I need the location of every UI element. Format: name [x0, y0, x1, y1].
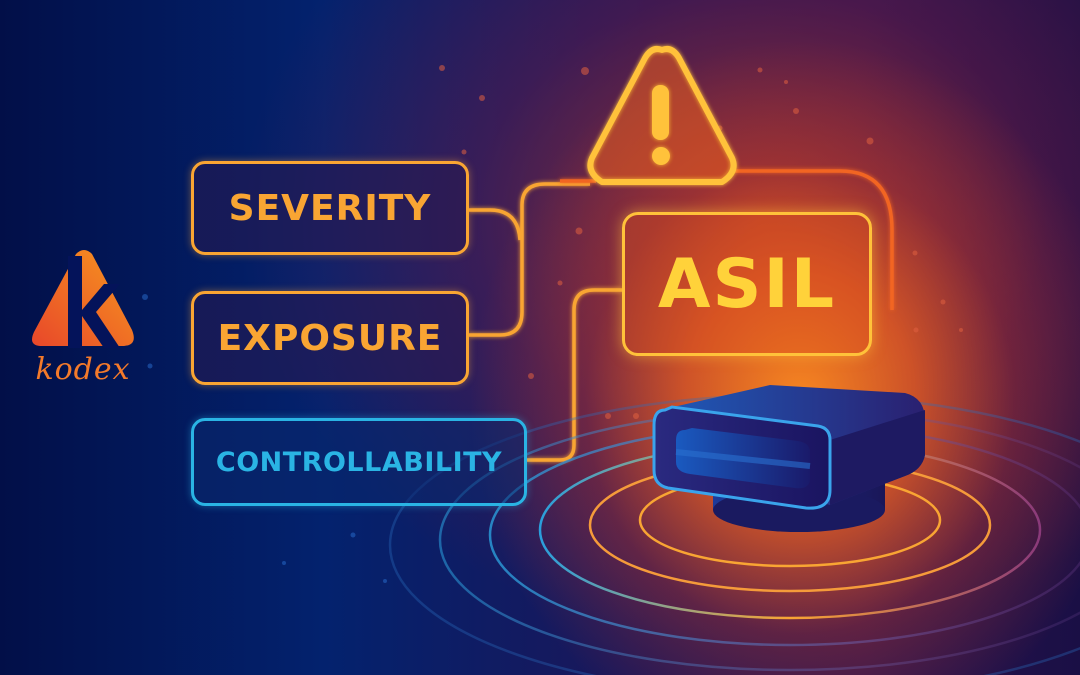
- controllability-label: CONTROLLABILITY: [215, 446, 503, 478]
- severity-label: SEVERITY: [228, 187, 432, 229]
- asil-box: ASIL: [622, 212, 872, 356]
- asil-label: ASIL: [657, 244, 837, 324]
- severity-connector: [469, 208, 522, 241]
- warning-to-asil-connector: [735, 169, 894, 310]
- exposure-box: EXPOSURE: [191, 291, 469, 385]
- controllability-box: CONTROLLABILITY: [191, 418, 527, 506]
- severity-box: SEVERITY: [191, 161, 469, 255]
- exposure-connector: [469, 182, 590, 337]
- exposure-label: EXPOSURE: [217, 317, 443, 359]
- controllability-connector: [527, 288, 622, 462]
- logo-wordmark: kodex: [35, 352, 131, 387]
